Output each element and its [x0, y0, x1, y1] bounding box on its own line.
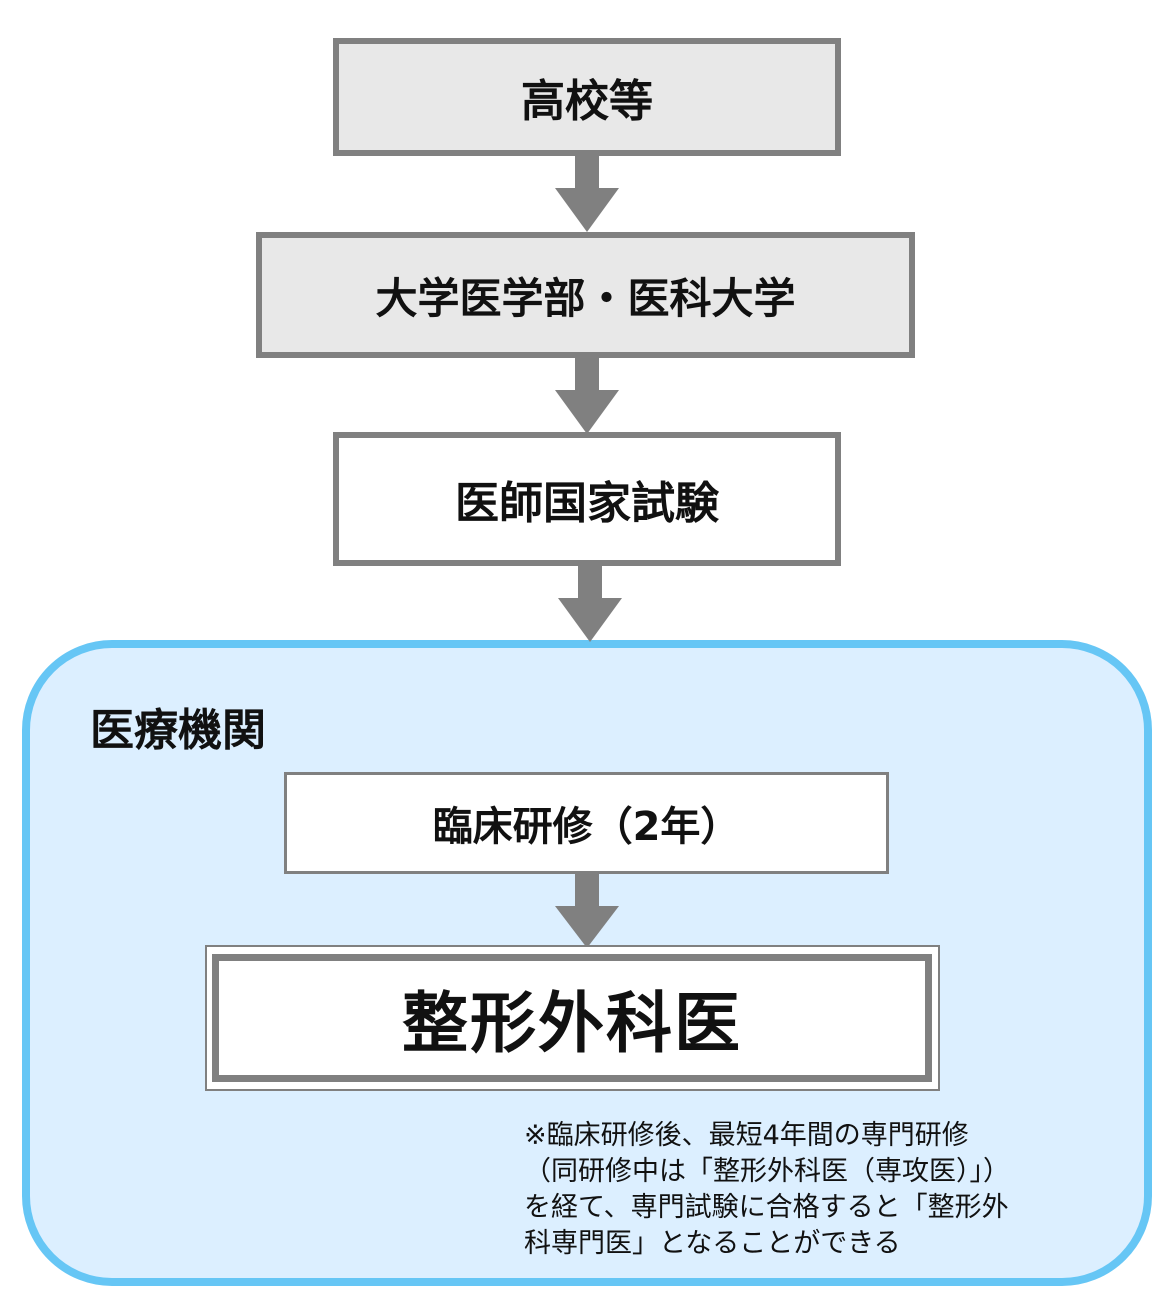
down-arrow-icon — [555, 358, 619, 434]
step-high-school: 高校等 — [333, 38, 841, 156]
footnote-line: を経て、専門試験に合格すると「整形外 — [524, 1192, 1009, 1223]
step-university: 大学医学部・医科大学 — [256, 232, 915, 358]
footnote-line: （同研修中は「整形外科医（専攻医）」） — [524, 1156, 1010, 1187]
footnote-line: 科専門医」となることができる — [524, 1228, 901, 1259]
down-arrow-icon — [555, 156, 619, 232]
medical-facility-title: 医療機関 — [90, 705, 266, 756]
step-national-exam: 医師国家試験 — [333, 432, 841, 566]
step-high-school-label: 高校等 — [521, 76, 653, 127]
footnote-line: ※臨床研修後、最短4年間の専門研修 — [524, 1120, 969, 1151]
down-arrow-icon — [558, 566, 622, 642]
footnote: ※臨床研修後、最短4年間の専門研修 （同研修中は「整形外科医（専攻医）」） を経… — [524, 1118, 1054, 1262]
step-university-label: 大学医学部・医科大学 — [375, 273, 796, 323]
down-arrow-icon — [555, 874, 619, 948]
step-national-exam-label: 医師国家試験 — [455, 478, 719, 529]
step-clinical-training: 臨床研修（2年） — [284, 772, 889, 874]
step-orthopedic-surgeon-label: 整形外科医 — [402, 985, 742, 1062]
step-orthopedic-surgeon: 整形外科医 — [212, 954, 932, 1082]
step-clinical-training-label: 臨床研修（2年） — [432, 804, 741, 850]
